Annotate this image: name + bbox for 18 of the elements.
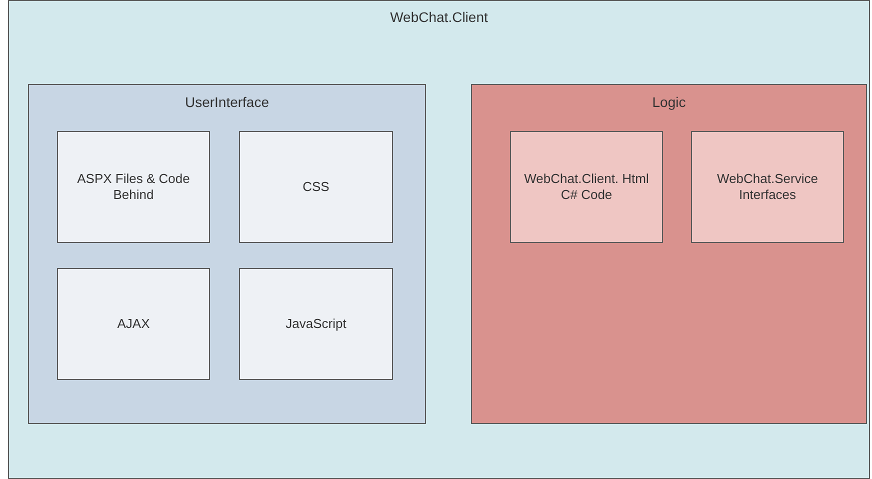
- component-box: [57, 131, 210, 243]
- component-label: WebChat.Client. Html C# Code: [523, 171, 650, 203]
- group-title: UserInterface: [184, 94, 270, 110]
- group-title: Logic: [651, 94, 687, 110]
- component-box: [691, 131, 844, 243]
- container-panel: [8, 0, 870, 479]
- component-box: [239, 131, 393, 243]
- component-label: ASPX Files & Code Behind: [76, 171, 191, 203]
- group-panel: [471, 84, 867, 424]
- group-panel: [28, 84, 426, 424]
- component-box: [510, 131, 663, 243]
- component-box: [57, 268, 210, 380]
- component-box: [239, 268, 393, 380]
- component-label: AJAX: [116, 316, 151, 332]
- component-label: JavaScript: [284, 316, 348, 332]
- component-label: CSS: [302, 179, 330, 195]
- component-label: WebChat.Service Interfaces: [716, 171, 819, 203]
- group-title: WebChat.Client: [389, 9, 489, 25]
